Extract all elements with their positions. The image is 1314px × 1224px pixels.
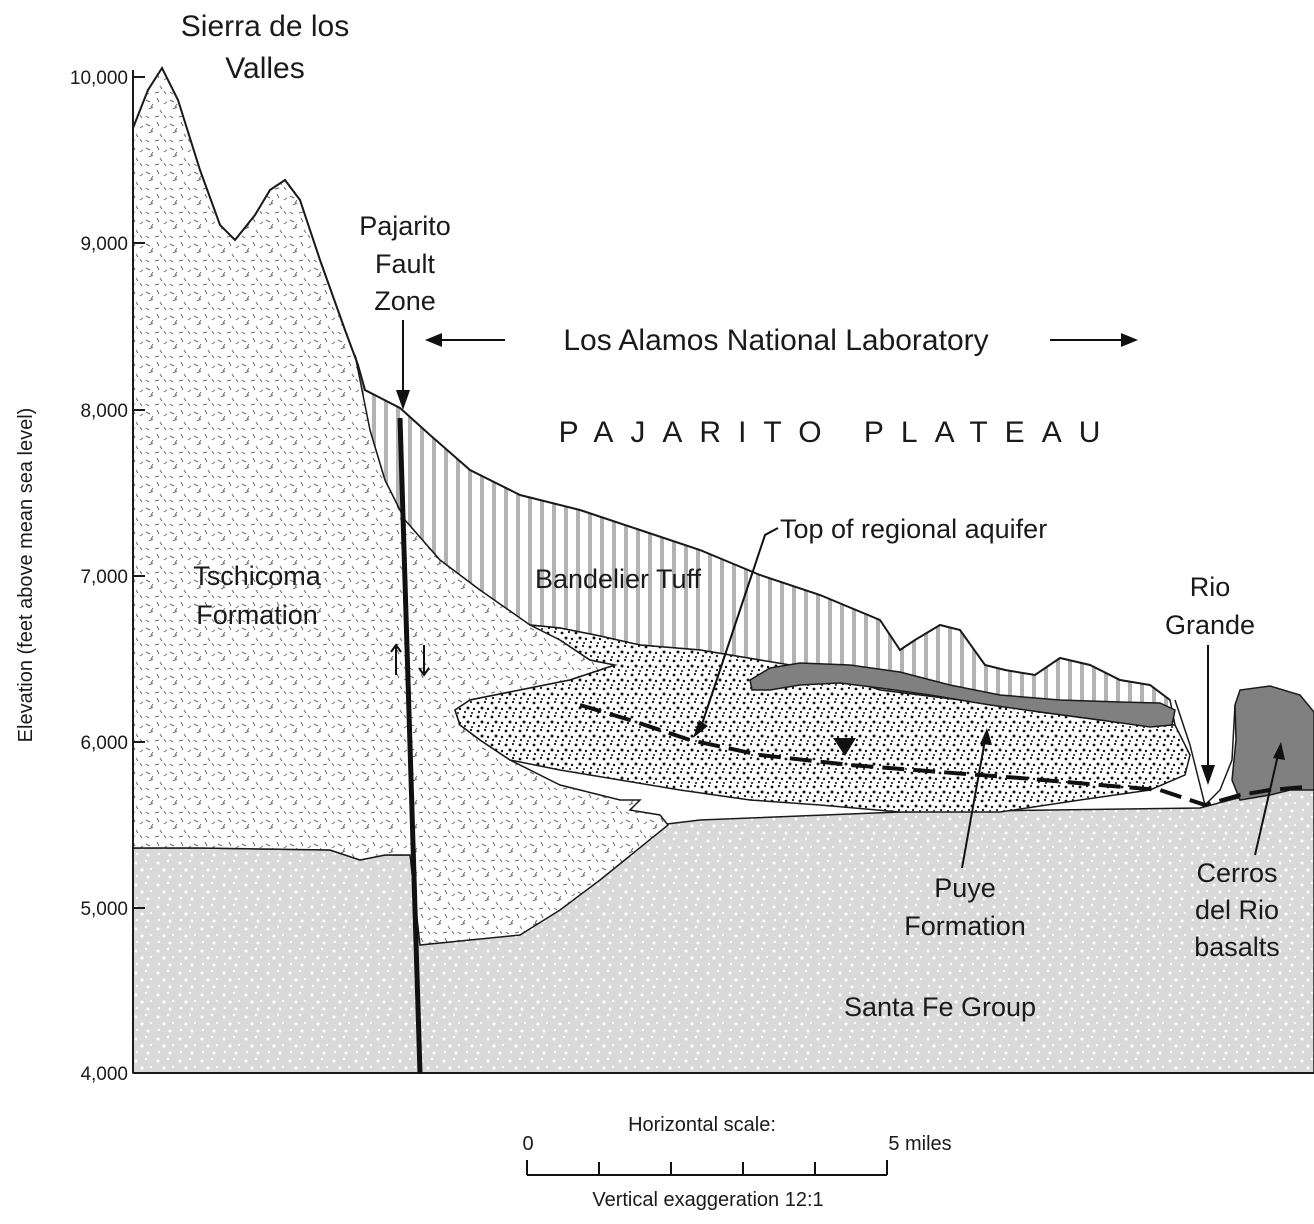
cerros-del-rio-basalts-unit xyxy=(1232,686,1314,800)
puye-label-line-1: Puye xyxy=(934,873,996,903)
title-line-1: Sierra de los xyxy=(181,10,349,43)
lab-label: Los Alamos National Laboratory xyxy=(563,324,988,357)
scale-end-label: 5 miles xyxy=(888,1133,951,1155)
bandelier-label: Bandelier Tuff xyxy=(535,564,702,594)
y-tick-label: 6,000 xyxy=(80,733,128,754)
fault-label-line-1: Pajarito xyxy=(359,211,451,241)
scale-start-label: 0 xyxy=(522,1133,533,1155)
tschicoma-label-line-2: Formation xyxy=(196,600,318,630)
y-tick-label: 8,000 xyxy=(80,401,128,422)
plateau-label: PAJARITO PLATEAU xyxy=(559,416,1118,449)
fault-label-line-2: Fault xyxy=(375,249,436,279)
y-tick-label: 7,000 xyxy=(80,567,128,588)
vertical-exaggeration-label: Vertical exaggeration 12:1 xyxy=(592,1189,823,1211)
cerros-label-line-1: Cerros xyxy=(1196,858,1277,888)
rio-grande-label-line-2: Grande xyxy=(1165,610,1255,640)
aquifer-label: Top of regional aquifer xyxy=(780,514,1047,544)
puye-label-line-2: Formation xyxy=(904,911,1026,941)
santa-fe-label: Santa Fe Group xyxy=(844,992,1036,1022)
rio-grande-arrow xyxy=(1201,645,1215,785)
fault-label-line-3: Zone xyxy=(374,286,436,316)
y-tick-label: 5,000 xyxy=(80,899,128,920)
cerros-label-line-3: basalts xyxy=(1194,932,1280,962)
scale-bar xyxy=(527,1160,887,1175)
fault-arrow xyxy=(396,320,410,410)
scale-title: Horizontal scale: xyxy=(628,1114,776,1136)
rio-grande-label-line-1: Rio xyxy=(1190,572,1231,602)
y-axis-label: Elevation (feet above mean sea level) xyxy=(15,408,37,743)
cerros-label-line-2: del Rio xyxy=(1195,895,1279,925)
title-line-2: Valles xyxy=(225,52,304,85)
y-tick-label: 4,000 xyxy=(80,1064,128,1085)
y-tick-label: 9,000 xyxy=(80,234,128,255)
y-tick-label: 10,000 xyxy=(70,68,128,89)
tschicoma-label-line-1: Tschicoma xyxy=(193,561,322,591)
